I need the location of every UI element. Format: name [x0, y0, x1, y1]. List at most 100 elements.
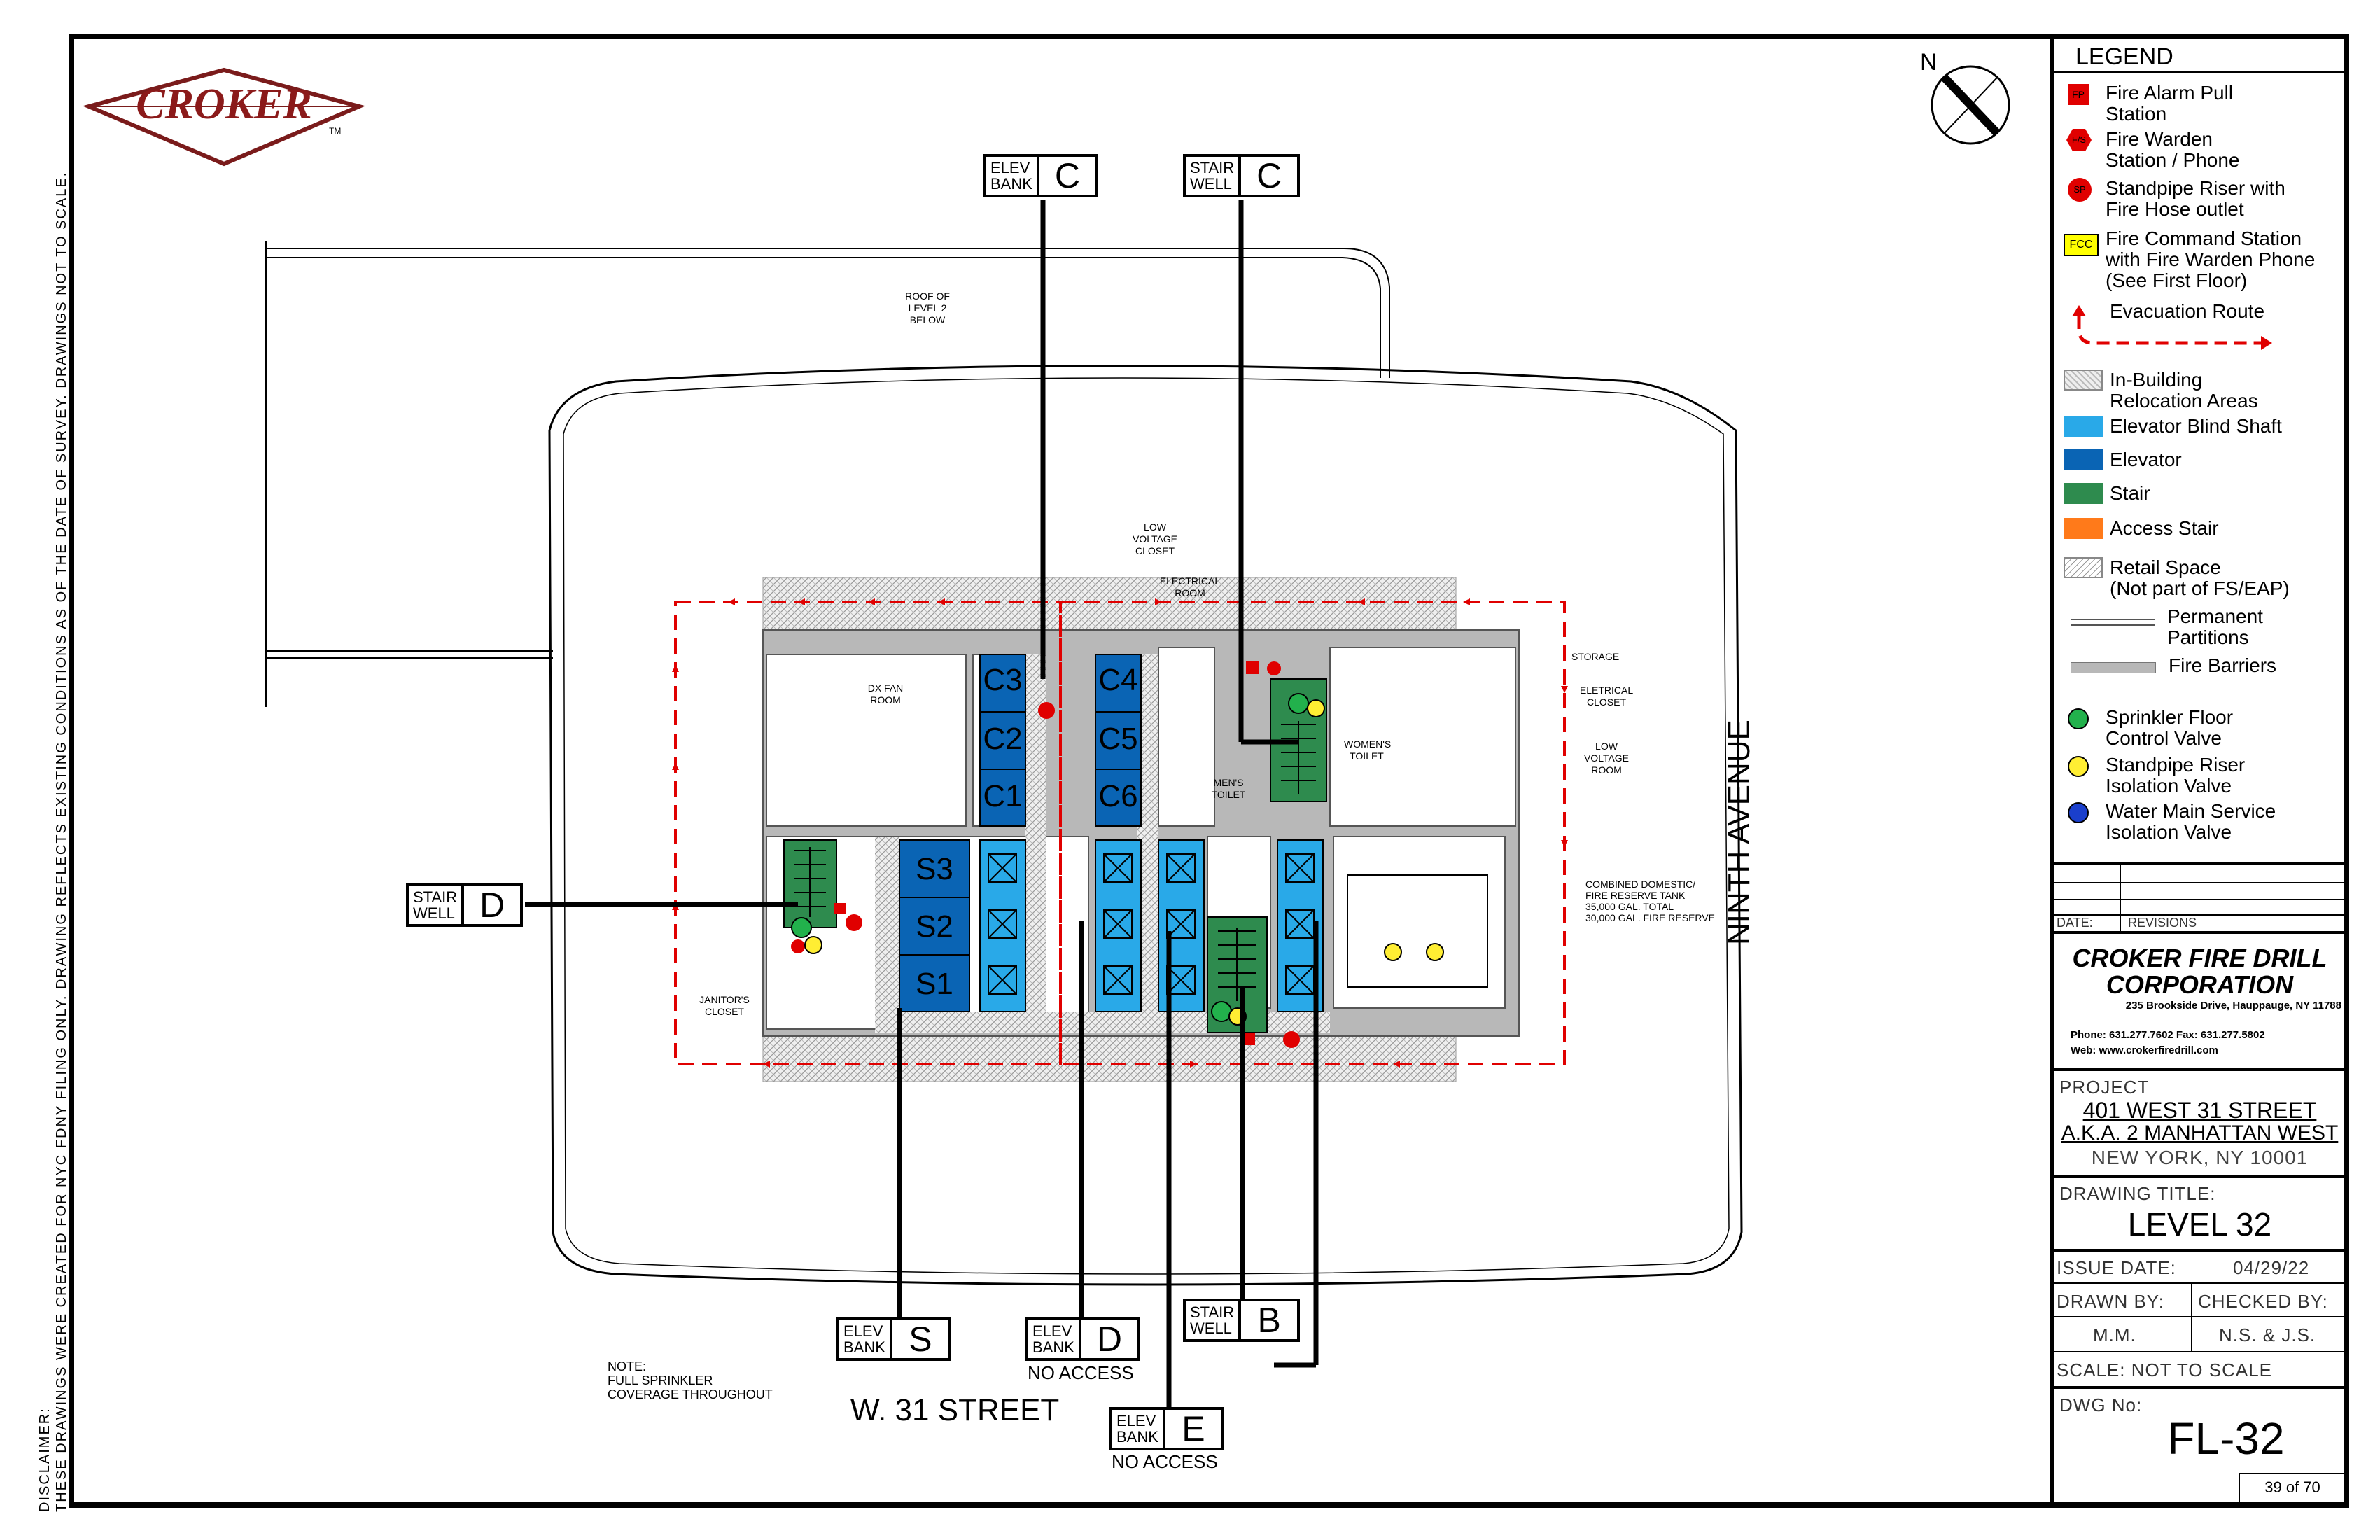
tb-rule — [2054, 862, 2345, 865]
tag-type-line1: ELEV — [1116, 1412, 1156, 1429]
tb-rule — [2054, 1386, 2345, 1389]
elevator-c2: C2 — [983, 722, 1023, 756]
roof-outline — [265, 241, 1390, 707]
drawn-by: M.M. — [2093, 1324, 2136, 1345]
legend-text: Standpipe Riser — [2106, 754, 2246, 776]
legend-text: with Fire Warden Phone — [2106, 248, 2316, 270]
elevator-bank-c-left — [979, 654, 1026, 827]
room-electrical-closet: ELETRICAL CLOSET — [1579, 685, 1634, 708]
water-valve-icon — [2068, 802, 2089, 823]
isolation-valve-icons — [1384, 943, 1444, 961]
company-phone: Phone: 631.277.7602 Fax: 631.277.5802 — [2071, 1029, 2265, 1041]
tag-type-line1: ELEV — [990, 159, 1030, 176]
legend-evacuation: Evacuation Route — [2064, 301, 2272, 350]
tag-letter: E — [1182, 1409, 1205, 1448]
room-janitors-closet: JANITOR'S CLOSET — [699, 994, 750, 1017]
elevator-s3: S3 — [916, 852, 953, 886]
company-address: 235 Brookside Drive, Hauppauge, NY 11788 — [2125, 1000, 2342, 1011]
tag-type-line2: BANK — [844, 1338, 886, 1356]
relocation-swatch — [2064, 370, 2103, 391]
date-label: DATE: — [2057, 916, 2093, 930]
project-address-3: NEW YORK, NY 10001 — [2091, 1147, 2309, 1168]
tb-rule — [2054, 931, 2345, 934]
tb-rule — [2054, 1351, 2345, 1352]
stair-d — [783, 839, 837, 928]
room-mens-toilet: MEN'S TOILET — [1211, 777, 1246, 800]
fcc-icon: FCC — [2064, 234, 2099, 256]
project-address-2: A.K.A. 2 MANHATTAN WEST — [2061, 1121, 2339, 1144]
legend-text: Isolation Valve — [2106, 821, 2232, 843]
elevator-s1: S1 — [916, 967, 953, 1001]
room-low-voltage-room: LOW VOLTAGE ROOM — [1583, 741, 1630, 776]
legend-text: Isolation Valve — [2106, 775, 2232, 797]
note-label: NOTE: — [608, 1359, 647, 1373]
legend-text: Water Main Service — [2106, 800, 2276, 822]
checked-by-label: CHECKED BY: — [2198, 1291, 2328, 1312]
legend-text: Fire Hose outlet — [2106, 198, 2244, 220]
tb-rule — [2120, 864, 2121, 932]
tag-type-line2: WELL — [413, 904, 455, 922]
company-line2: CORPORATION — [2106, 970, 2294, 999]
roof-note: ROOF OF LEVEL 2 BELOW — [905, 290, 950, 326]
sprinkler-valve-icon — [2068, 708, 2089, 729]
tag-type-line1: STAIR — [413, 888, 458, 906]
legend-retail: Retail Space(Not part of FS/EAP) — [2064, 557, 2290, 599]
tag-letter: B — [1257, 1301, 1281, 1340]
room-womens-toilet: WOMEN'S TOILET — [1344, 738, 1392, 762]
legend-blind-shaft: Elevator Blind Shaft — [2064, 416, 2282, 437]
legend-text: Stair — [2110, 482, 2150, 504]
drawing-title: LEVEL 32 — [2127, 1206, 2272, 1242]
tag-letter: C — [1256, 156, 1282, 195]
dwg-no-label: DWG No: — [2059, 1394, 2143, 1415]
street-w31: W. 31 STREET — [850, 1393, 1060, 1427]
tb-rule — [2054, 1068, 2345, 1071]
compass-icon — [1931, 65, 2010, 145]
logo-diamond-icon — [82, 67, 366, 167]
standpipe-icon: SP — [2068, 178, 2092, 202]
elevator-c1: C1 — [983, 779, 1023, 813]
tag-type-line1: STAIR — [1190, 159, 1235, 176]
tank-note-line4: 30,000 GAL. FIRE RESERVE — [1586, 912, 1715, 923]
checked-by: N.S. & J.S. — [2219, 1324, 2316, 1345]
legend-text: Sprinkler Floor — [2106, 706, 2234, 728]
issue-date-label: ISSUE DATE: — [2057, 1257, 2176, 1278]
fire-barrier-icon — [2071, 662, 2156, 673]
street-ninth-avenue: NINTH AVENUE — [1722, 720, 1756, 945]
sprinkler-note: NOTE: FULL SPRINKLER COVERAGE THROUGHOUT — [608, 1359, 773, 1401]
room-dx-fan: DX FAN ROOM — [867, 682, 904, 706]
legend-text: Fire Warden — [2106, 128, 2213, 150]
tag-letter: C — [1054, 156, 1080, 195]
no-access-e: NO ACCESS — [1112, 1451, 1218, 1472]
croker-logo: CROKER TM — [80, 64, 368, 169]
revisions-label: REVISIONS — [2128, 916, 2197, 930]
isolation-valve-icon — [2068, 756, 2089, 777]
legend-text: Fire Command Station — [2106, 227, 2302, 249]
tank-note-line1: COMBINED DOMESTIC/ — [1586, 878, 1696, 890]
note-line2: FULL SPRINKLER — [608, 1373, 713, 1387]
tb-rule — [2054, 1282, 2345, 1284]
legend-text: (See First Floor) — [2106, 270, 2248, 291]
blind-shaft-swatch — [2064, 416, 2103, 437]
legend-text: Partitions — [2167, 626, 2249, 648]
project-address-1: 401 WEST 31 STREET — [2082, 1098, 2317, 1123]
legend-text: Standpipe Riser with — [2106, 177, 2286, 199]
room-electrical: ELECTRICAL ROOM — [1159, 575, 1221, 598]
no-access-d: NO ACCESS — [1028, 1362, 1134, 1383]
retail-swatch — [2064, 557, 2103, 578]
tb-rule — [2054, 914, 2345, 916]
drawing-title-label: DRAWING TITLE: — [2059, 1183, 2216, 1204]
drawn-by-label: DRAWN BY: — [2057, 1291, 2164, 1312]
fire-alarm-icon: FP — [2068, 84, 2089, 105]
tb-rule — [2239, 1473, 2345, 1474]
partition-line-icon — [2071, 619, 2155, 626]
company-line1: CROKER FIRE DRILL — [2072, 944, 2328, 972]
